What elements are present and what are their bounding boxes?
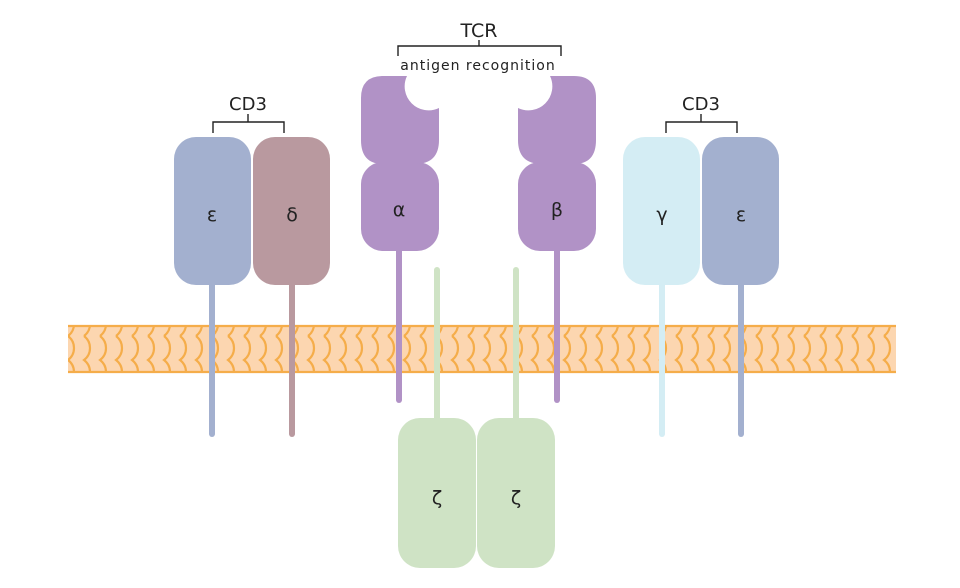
cd3-epsilon-left-chain: ε <box>174 137 251 437</box>
zeta-right-chain: ζ <box>477 267 555 568</box>
cd3-epsilon-right-label: ε <box>736 204 746 226</box>
zeta-left-label: ζ <box>432 487 442 509</box>
zeta-right-label: ζ <box>511 487 521 509</box>
tcr-alpha-chain: α <box>361 76 439 403</box>
tcr-beta-antigen-binding-domain <box>518 76 596 164</box>
tcr-beta-label: β <box>551 199 563 221</box>
cd3-epsilon-right-chain: ε <box>702 137 779 437</box>
tcr-alpha-label: α <box>393 199 406 221</box>
cd3-delta-label: δ <box>286 204 298 226</box>
tcr-bracket <box>397 40 562 56</box>
tcr-subtitle: antigen recognition <box>400 58 555 74</box>
tcr-title: TCR <box>460 20 498 42</box>
cd3-epsilon-left-label: ε <box>207 204 217 226</box>
cd3-right-bracket <box>665 114 738 133</box>
cd3-delta-chain: δ <box>253 137 330 437</box>
cd3-gamma-chain: γ <box>623 137 700 437</box>
tcr-alpha-antigen-binding-domain <box>361 76 439 164</box>
cd3-left-bracket <box>212 114 285 133</box>
tcr-beta-chain: β <box>518 76 596 403</box>
cd3-gamma-label: γ <box>656 204 667 226</box>
zeta-left-chain: ζ <box>398 267 476 568</box>
cd3-right-title: CD3 <box>682 94 720 115</box>
cell-membrane <box>68 324 896 374</box>
cd3-left-title: CD3 <box>229 94 267 115</box>
